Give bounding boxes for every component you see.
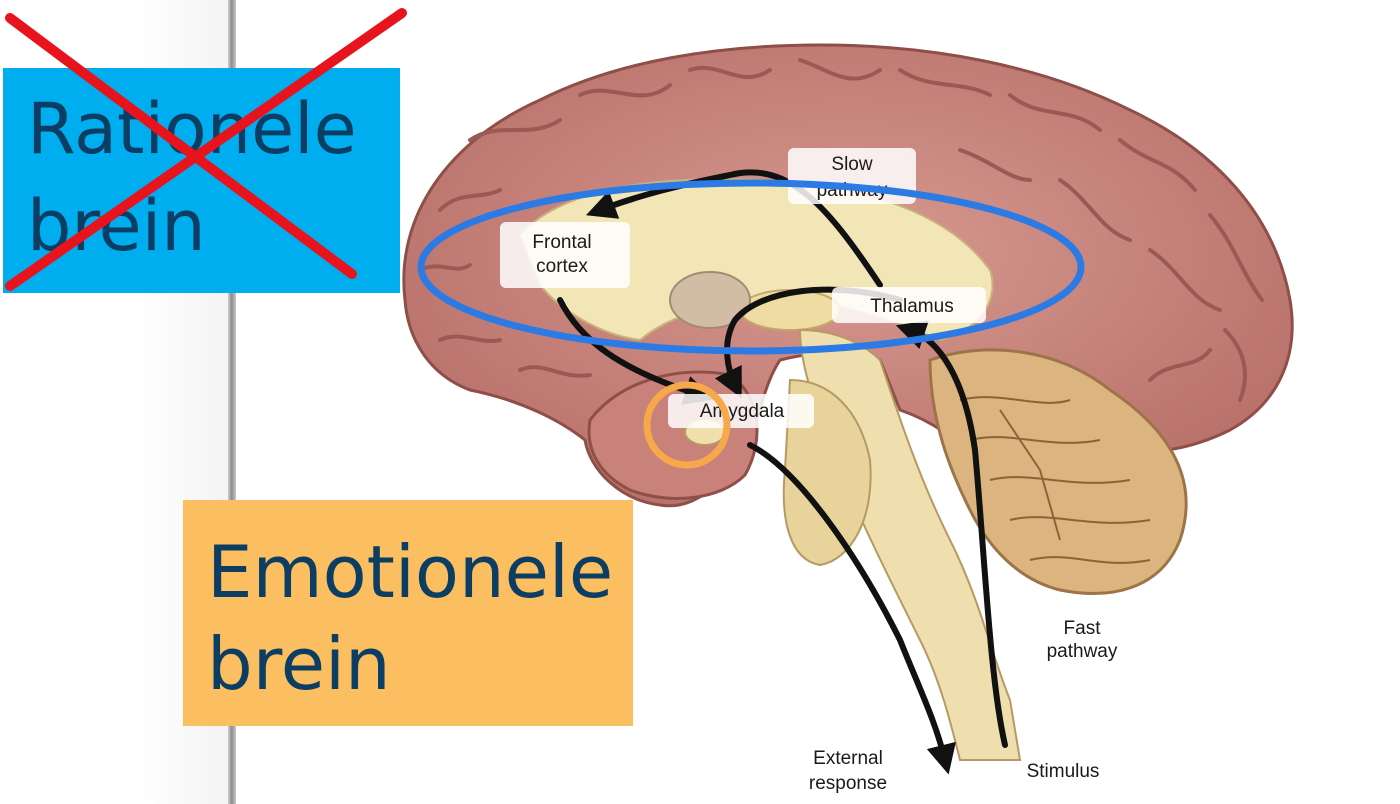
cross-line-1 bbox=[10, 18, 352, 274]
emotional-brain-line2: brein bbox=[207, 628, 391, 700]
emotional-brain-box: Emotionele brein bbox=[183, 500, 633, 726]
emotional-brain-line1: Emotionele bbox=[207, 536, 613, 608]
cross-line-2 bbox=[10, 13, 402, 286]
